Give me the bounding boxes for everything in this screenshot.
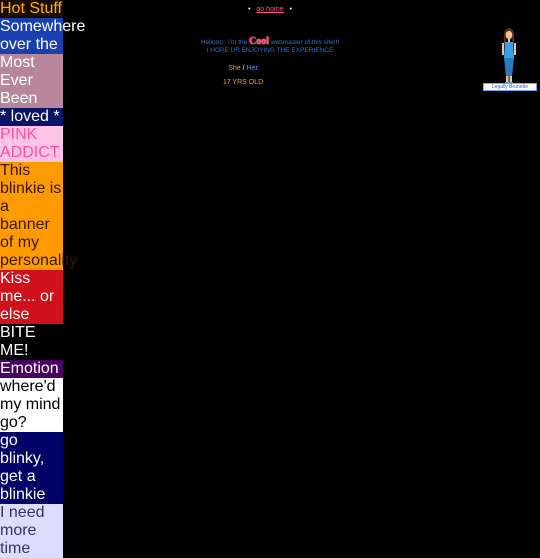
intro-line-1: Hellooo.. i'm the Cool webmaster of this… (120, 36, 420, 47)
blinkie-my-mind[interactable]: where'd my mind go? (0, 378, 63, 432)
intro-text: Hellooo.. i'm the Cool webmaster of this… (120, 36, 420, 55)
top-navigation: • go home • (0, 6, 540, 13)
pronoun-her: Her (246, 65, 258, 72)
cool-word: Cool (249, 36, 270, 47)
blinkie-this-blinkie[interactable]: This blinkie is a banner of my personali… (0, 162, 78, 270)
intro-line-2: I HOPE UR ENJOYING THE EXPERIENCE (206, 47, 334, 54)
blinkie-go-blinky[interactable]: go blinky, get a blinkie (0, 432, 63, 504)
blinkie-somewhere[interactable]: Somewhere over the (0, 18, 86, 54)
doll-avatar-icon (502, 28, 516, 84)
blinkie-most-ever[interactable]: Most Ever Been (0, 54, 63, 108)
nav-bullet-left: • (248, 6, 251, 13)
blinkie-bite-me[interactable]: BITE ME! (0, 324, 63, 360)
pronoun-separator: / (240, 65, 247, 72)
legally-brunette-badge: Legally Brunette (483, 83, 537, 91)
pronoun-line: She / Her (0, 65, 486, 72)
go-home-link[interactable]: go home (256, 6, 284, 13)
blinkie-emotion[interactable]: Emotion (0, 360, 63, 378)
blinkie-need-more-time[interactable]: I need more time (0, 504, 63, 558)
intro-line-1-post: webmaster of this site!!! (269, 39, 340, 46)
age-text: 17 YRS OLD (222, 79, 264, 86)
blinkie-hot-stuff[interactable]: Hot Stuff (0, 0, 63, 18)
blinkie-stars[interactable]: * loved * (0, 108, 63, 126)
nav-bullet-right: • (289, 6, 292, 13)
blinkie-kiss-me[interactable]: Kiss me... or else (0, 270, 63, 324)
intro-line-1-pre: Hellooo.. i'm the (200, 39, 250, 46)
pronoun-she: She (228, 65, 241, 72)
blinkie-pink-addict[interactable]: PINK ADDICT (0, 126, 63, 162)
